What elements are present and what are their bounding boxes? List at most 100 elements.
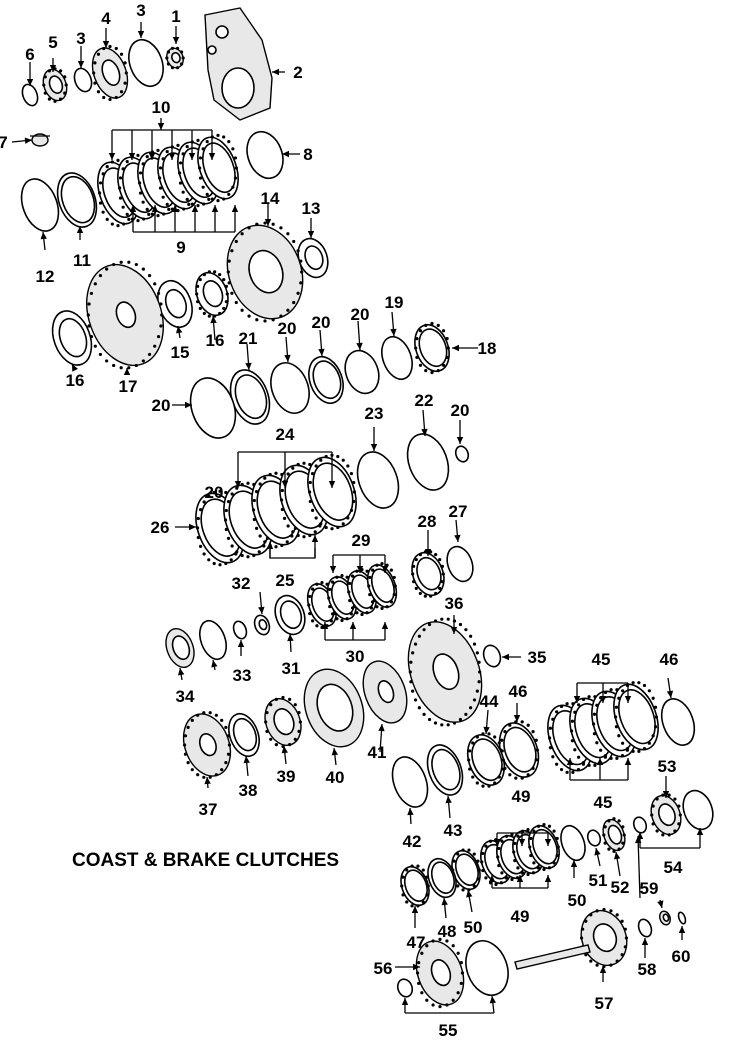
callout-label: 51 [589, 871, 608, 890]
clutch-plate-part [528, 822, 560, 872]
gear-part [182, 711, 232, 779]
leader-arrow [128, 130, 136, 160]
ring-part [427, 857, 457, 899]
leader-arrow [175, 523, 196, 531]
clutch-plate-part [411, 550, 445, 598]
ring-part [356, 451, 400, 509]
leader-arrow [411, 906, 419, 928]
snap-ring-part [381, 335, 413, 381]
callout-label: 15 [171, 343, 190, 362]
seal-part [465, 940, 509, 996]
callout-label: 33 [233, 666, 252, 685]
callout-label: 49 [511, 907, 530, 926]
leader-arrow [513, 703, 521, 722]
callout-label: 56 [374, 959, 393, 978]
leader-arrow [157, 118, 165, 130]
snap-ring-part [246, 130, 284, 180]
leader-arrow [11, 137, 33, 144]
callout-label: 41 [368, 743, 387, 762]
callout-label: 55 [439, 1021, 458, 1040]
leader-arrow [177, 667, 185, 681]
callout-label: 59 [640, 879, 659, 898]
callout-label: 50 [568, 891, 587, 910]
leader-arrow [243, 755, 250, 777]
washer-part [632, 816, 648, 834]
leader-arrow [483, 709, 490, 735]
leader-arrow [234, 452, 242, 488]
snap-ring-part [20, 178, 60, 232]
leader-arrow [321, 622, 329, 640]
nut-part [659, 910, 671, 926]
callout-label: 23 [365, 404, 384, 423]
bracket-leader [269, 548, 316, 559]
callout-label: 20 [451, 401, 470, 420]
callout-label: 49 [512, 787, 531, 806]
callout-label: 48 [438, 922, 457, 941]
leader-arrow [40, 231, 47, 251]
leader-arrow [284, 336, 291, 363]
leader-arrow [175, 325, 183, 339]
callout-label: 13 [302, 199, 321, 218]
leader-arrow [204, 776, 211, 789]
clutch-plate-part [613, 681, 659, 753]
leader-arrow [191, 205, 199, 232]
leader-arrow [390, 311, 397, 337]
callout-label: 54 [664, 858, 683, 877]
leader-arrow [636, 832, 644, 848]
callout-label: 34 [176, 687, 195, 706]
leader-arrow [287, 633, 294, 653]
leader-arrow [311, 535, 319, 558]
leader-arrow [378, 723, 385, 753]
leader-arrow [454, 519, 461, 543]
washer-part [274, 594, 306, 636]
snap-ring-part [391, 756, 429, 808]
leader-arrow [307, 218, 315, 238]
callout-label: 46 [509, 682, 528, 701]
leader-arrow [624, 683, 632, 703]
callout-label: 40 [326, 768, 345, 787]
callout-label: 60 [672, 947, 691, 966]
leader-arrow [328, 452, 336, 488]
leader-arrow [137, 22, 145, 38]
snap-ring-part [446, 545, 474, 583]
callout-label: 37 [199, 800, 218, 819]
leader-arrow [318, 329, 325, 357]
callout-label: 58 [638, 960, 657, 979]
callout-label: 4 [101, 9, 111, 28]
callout-label: 11 [73, 251, 91, 270]
leader-arrow [395, 963, 420, 971]
leader-arrow [518, 833, 526, 846]
leader-arrow [76, 226, 84, 240]
leader-arrow [489, 995, 496, 1014]
seal-part [189, 377, 237, 439]
callout-label: 35 [528, 648, 547, 667]
leader-arrow [456, 420, 464, 444]
washer-part [21, 83, 39, 107]
clutch-plate-part [498, 720, 540, 780]
snap-ring-part [414, 321, 450, 375]
callout-label: 50 [464, 918, 483, 937]
callout-label: 43 [444, 821, 463, 840]
diagram-title: COAST & BRAKE CLUTCHES [72, 850, 339, 871]
callout-label: 20 [152, 396, 171, 415]
callout-label: 42 [403, 832, 422, 851]
callout-label: 5 [48, 33, 57, 52]
clutch-plate-part [366, 561, 398, 611]
callout-label: 21 [239, 329, 258, 348]
leader-lines-layer [11, 22, 704, 1014]
leader-arrow [266, 542, 274, 558]
leader-arrow [544, 875, 552, 888]
leader-arrow [445, 795, 452, 819]
leader-arrow [516, 875, 524, 888]
leader-arrow [264, 204, 272, 226]
transmission-case-part [204, 7, 273, 121]
leader-arrow [450, 615, 458, 634]
race-part [42, 67, 68, 103]
leader-arrow [570, 860, 578, 878]
snap-ring-part [128, 38, 164, 88]
ring-part [56, 172, 98, 228]
leader-arrow [566, 758, 574, 780]
callout-label: 39 [277, 767, 296, 786]
